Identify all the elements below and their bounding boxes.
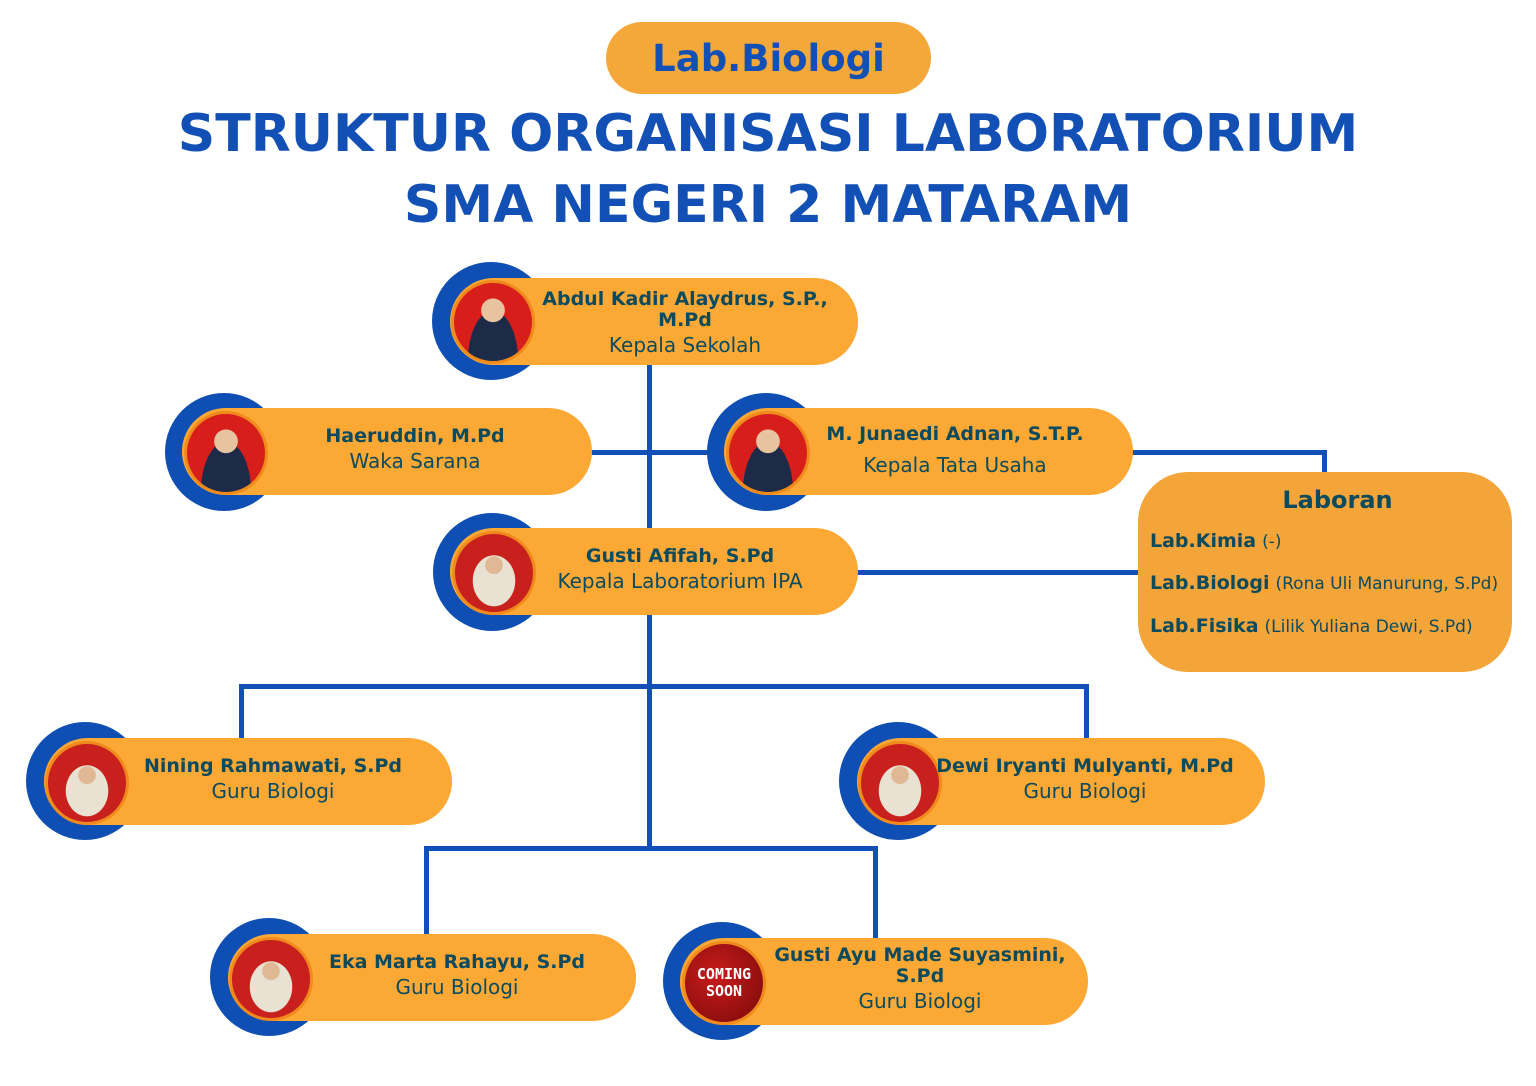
node-name: Haeruddin, M.Pd xyxy=(325,425,505,447)
node-role: Kepala Tata Usaha xyxy=(863,453,1047,477)
connector xyxy=(1130,450,1327,455)
connector xyxy=(1084,684,1089,740)
laboran-row: Lab.Fisika(Lilik Yuliana Dewi, S.Pd) xyxy=(1150,615,1473,637)
title-line-2: SMA NEGERI 2 MATARAM xyxy=(403,175,1133,235)
laboran-row: Lab.Biologi(Rona Uli Manurung, S.Pd) xyxy=(1150,572,1498,594)
connector xyxy=(1322,450,1327,474)
connector xyxy=(424,846,878,851)
avatar xyxy=(858,741,942,825)
node-name: Gusti Ayu Made Suyasmini, S.Pd xyxy=(774,944,1066,987)
connector xyxy=(873,846,878,940)
lab-name: Lab.Biologi xyxy=(1150,572,1270,594)
connector xyxy=(590,450,726,455)
avatar xyxy=(45,741,129,825)
lab-person: (-) xyxy=(1262,532,1282,552)
connector xyxy=(424,846,429,936)
laboran-box: Laboran Lab.Kimia(-) Lab.Biologi(Rona Ul… xyxy=(1138,472,1512,672)
node-name: Gusti Afifah, S.Pd xyxy=(585,545,775,567)
lab-name: Lab.Fisika xyxy=(1150,615,1259,637)
node-name: Dewi Iryanti Mulyanti, M.Pd xyxy=(936,755,1234,777)
lab-person: (Rona Uli Manurung, S.Pd) xyxy=(1275,574,1499,594)
laboran-row: Lab.Kimia(-) xyxy=(1150,530,1282,552)
lab-name: Lab.Kimia xyxy=(1150,530,1257,552)
node-role: Waka Sarana xyxy=(349,449,481,473)
lab-person: (Lilik Yuliana Dewi, S.Pd) xyxy=(1264,617,1473,637)
node-role: Guru Biologi xyxy=(395,975,519,999)
soon-text: SOON xyxy=(705,982,743,1000)
node-role: Kepala Sekolah xyxy=(608,333,762,357)
avatar xyxy=(452,531,536,615)
avatar xyxy=(229,937,313,1021)
connector xyxy=(239,684,1089,689)
node-role: Guru Biologi xyxy=(211,779,335,803)
node-name: Nining Rahmawati, S.Pd xyxy=(143,755,403,777)
laboran-title: Laboran xyxy=(1282,486,1393,514)
node-role: Guru Biologi xyxy=(1023,779,1147,803)
lab-biologi-badge: Lab.Biologi xyxy=(606,22,931,94)
node-name: Eka Marta Rahayu, S.Pd xyxy=(328,951,586,973)
coming-text: COMING xyxy=(696,965,752,983)
avatar xyxy=(184,411,268,495)
node-name: M. Junaedi Adnan, S.T.P. xyxy=(826,423,1084,445)
node-role: Guru Biologi xyxy=(858,989,982,1013)
avatar xyxy=(451,280,535,364)
coming-soon-avatar: COMING SOON xyxy=(682,941,766,1025)
title-line-1: STRUKTUR ORGANISASI LABORATORIUM xyxy=(177,104,1359,164)
connector xyxy=(239,684,244,740)
avatar xyxy=(726,411,810,495)
node-role: Kepala Laboratorium IPA xyxy=(557,569,803,593)
node-name: Abdul Kadir Alaydrus, S.P., M.Pd xyxy=(542,288,828,331)
connector xyxy=(856,570,1140,575)
